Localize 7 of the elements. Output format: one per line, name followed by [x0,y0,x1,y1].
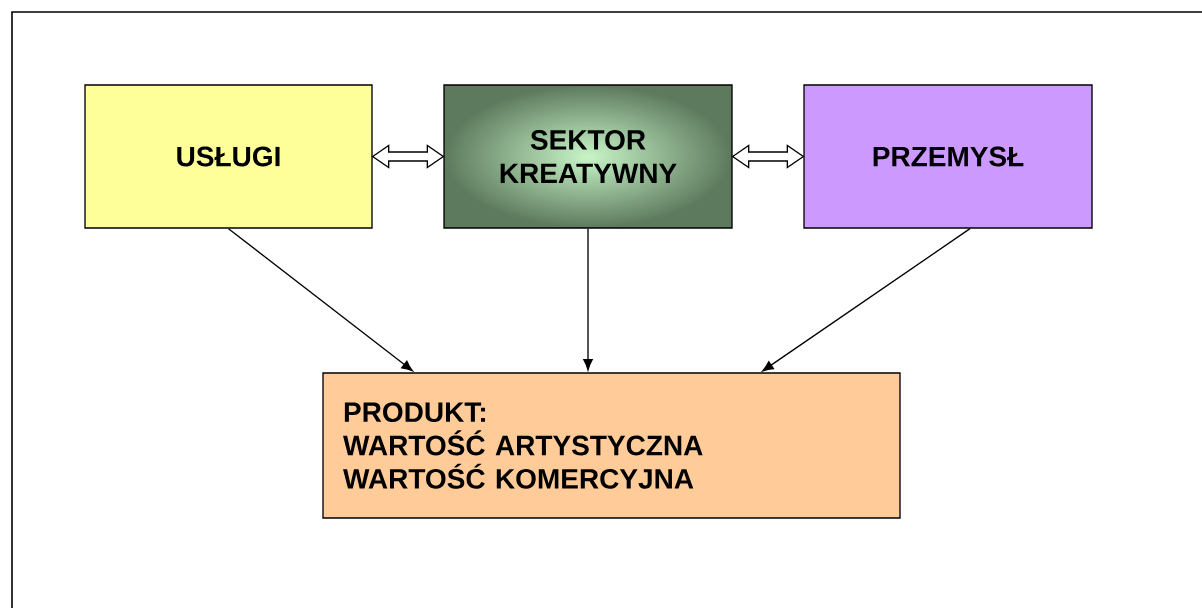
service-box: USŁUGI [84,84,373,229]
industry-box: PRZEMYSŁ [803,84,1093,229]
arrow [583,228,593,371]
sector-box: SEKTOR KREATYWNY [443,84,733,229]
arrow [762,228,971,372]
arrow [227,228,413,372]
product-box: PRODUKT: WARTOŚĆ ARTYSTYCZNA WARTOŚĆ KOMERCYJNA [322,372,901,519]
